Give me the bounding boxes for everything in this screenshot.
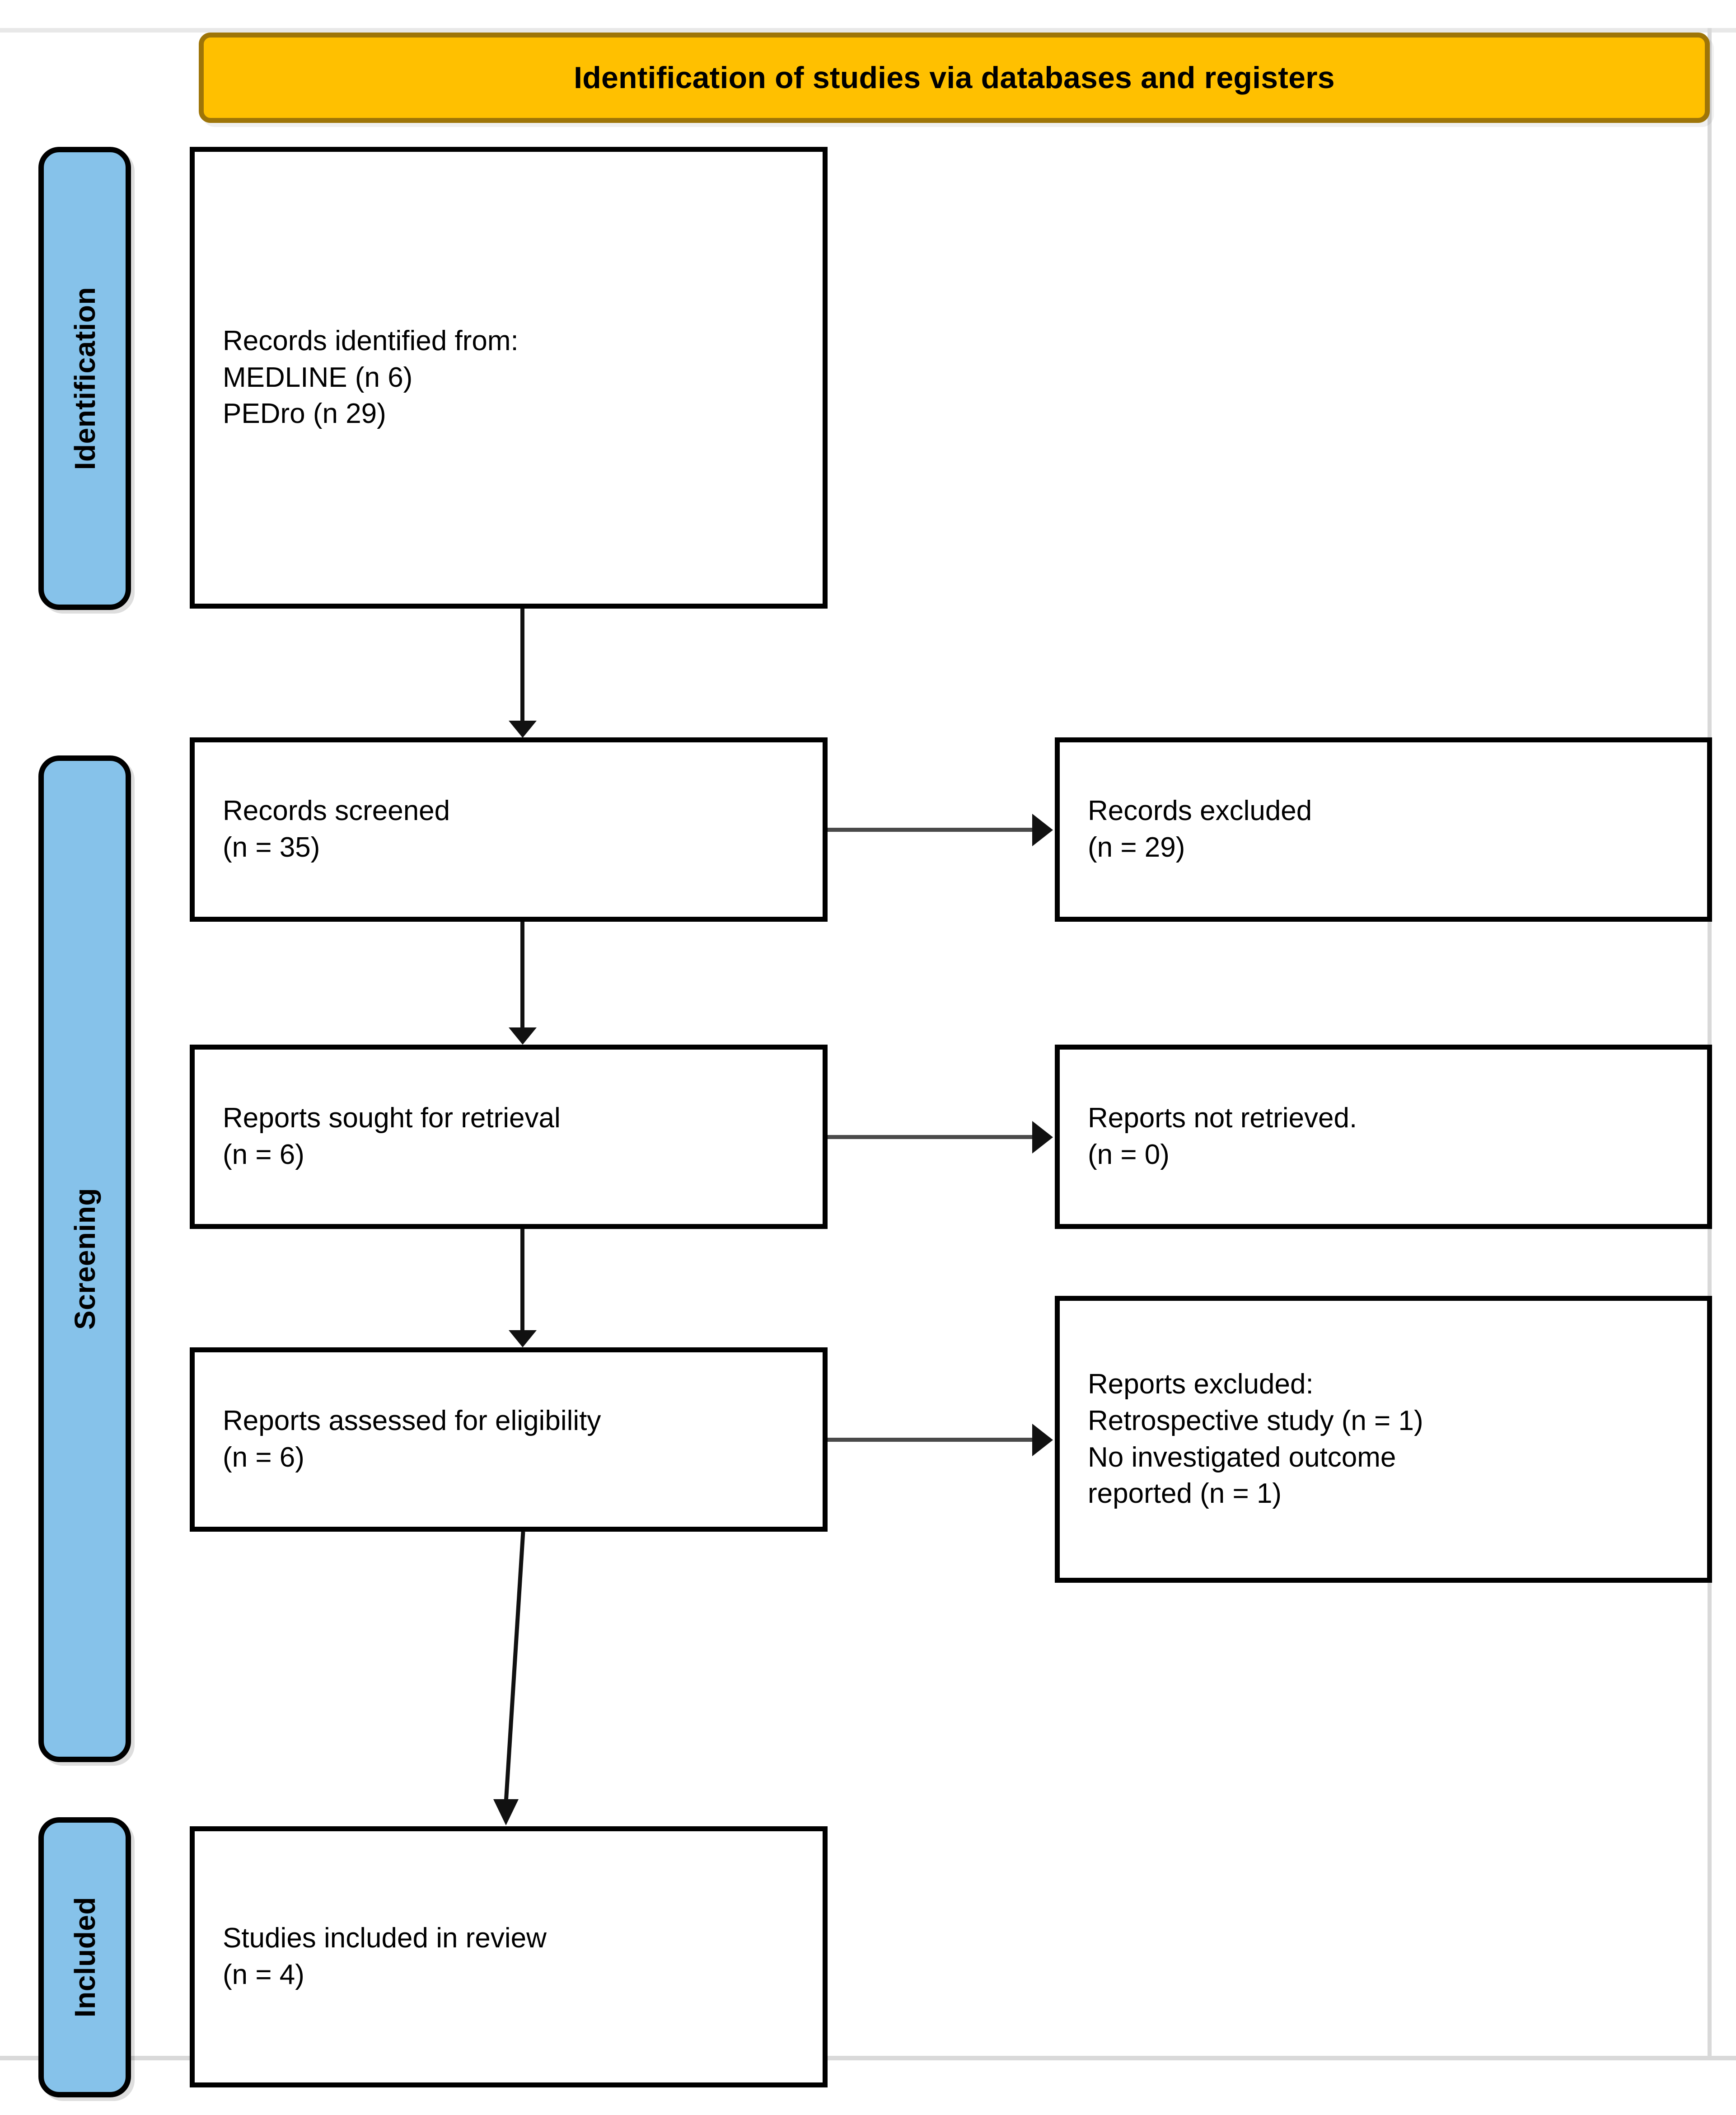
box-reports-excluded: Reports excluded: Retrospective study (n…	[1055, 1296, 1712, 1583]
box-line: No investigated outcome	[1088, 1441, 1396, 1473]
box-records-screened: Records screened (n = 35)	[190, 737, 828, 922]
stage-label-screening-text: Screening	[68, 1188, 101, 1330]
banner-title: Identification of studies via databases …	[574, 61, 1335, 95]
page-frame-right-edge	[1708, 28, 1712, 2060]
box-line: Studies included in review	[223, 1923, 547, 1954]
box-reports-assessed-for-eligibility: Reports assessed for eligibility (n = 6)	[190, 1347, 828, 1532]
box-reports-not-retrieved: Reports not retrieved. (n = 0)	[1055, 1045, 1712, 1229]
arrow-screened-to-sought-icon	[520, 922, 524, 1029]
box-line: Reports not retrieved.	[1088, 1102, 1357, 1134]
box-line: PEDro (n 29)	[223, 398, 386, 430]
stage-label-identification-text: Identification	[68, 286, 101, 470]
stage-label-identification: Identification	[38, 147, 131, 610]
box-line: (n = 6)	[223, 1442, 304, 1473]
stage-label-included: Included	[38, 1817, 131, 2097]
box-line: Records identified from:	[223, 325, 519, 357]
box-studies-included-in-review: Studies included in review (n = 4)	[190, 1826, 828, 2087]
stage-label-screening: Screening	[38, 755, 131, 1762]
arrow-sought-to-assessed-icon	[520, 1229, 524, 1332]
box-line: (n = 6)	[223, 1139, 304, 1170]
arrow-screened-to-records-excluded-icon	[828, 828, 1033, 832]
box-reports-sought-for-retrieval: Reports sought for retrieval (n = 6)	[190, 1045, 828, 1229]
box-line: reported (n = 1)	[1088, 1478, 1282, 1510]
arrow-identified-to-screened-icon	[520, 609, 524, 722]
box-line: Reports sought for retrieval	[223, 1102, 561, 1134]
identification-banner: Identification of studies via databases …	[199, 33, 1710, 123]
box-line: Records screened	[223, 795, 450, 827]
arrow-assessed-to-reports-excluded-icon	[828, 1438, 1033, 1442]
box-line: Records excluded	[1088, 795, 1312, 827]
box-line: (n = 29)	[1088, 832, 1185, 863]
arrow-assessed-to-included-icon	[493, 1532, 525, 1825]
box-line: (n = 0)	[1088, 1139, 1170, 1170]
box-records-identified: Records identified from: MEDLINE (n 6) P…	[190, 147, 828, 609]
box-records-excluded: Records excluded (n = 29)	[1055, 737, 1712, 922]
box-line: Retrospective study (n = 1)	[1088, 1405, 1423, 1436]
box-line: (n = 4)	[223, 1959, 304, 1990]
arrow-sought-to-not-retrieved-icon	[828, 1135, 1033, 1139]
box-line: MEDLINE (n 6)	[223, 361, 413, 393]
box-line: Reports excluded:	[1088, 1369, 1314, 1400]
stage-label-included-text: Included	[68, 1897, 101, 2018]
box-line: Reports assessed for eligibility	[223, 1405, 601, 1437]
box-line: (n = 35)	[223, 832, 320, 863]
